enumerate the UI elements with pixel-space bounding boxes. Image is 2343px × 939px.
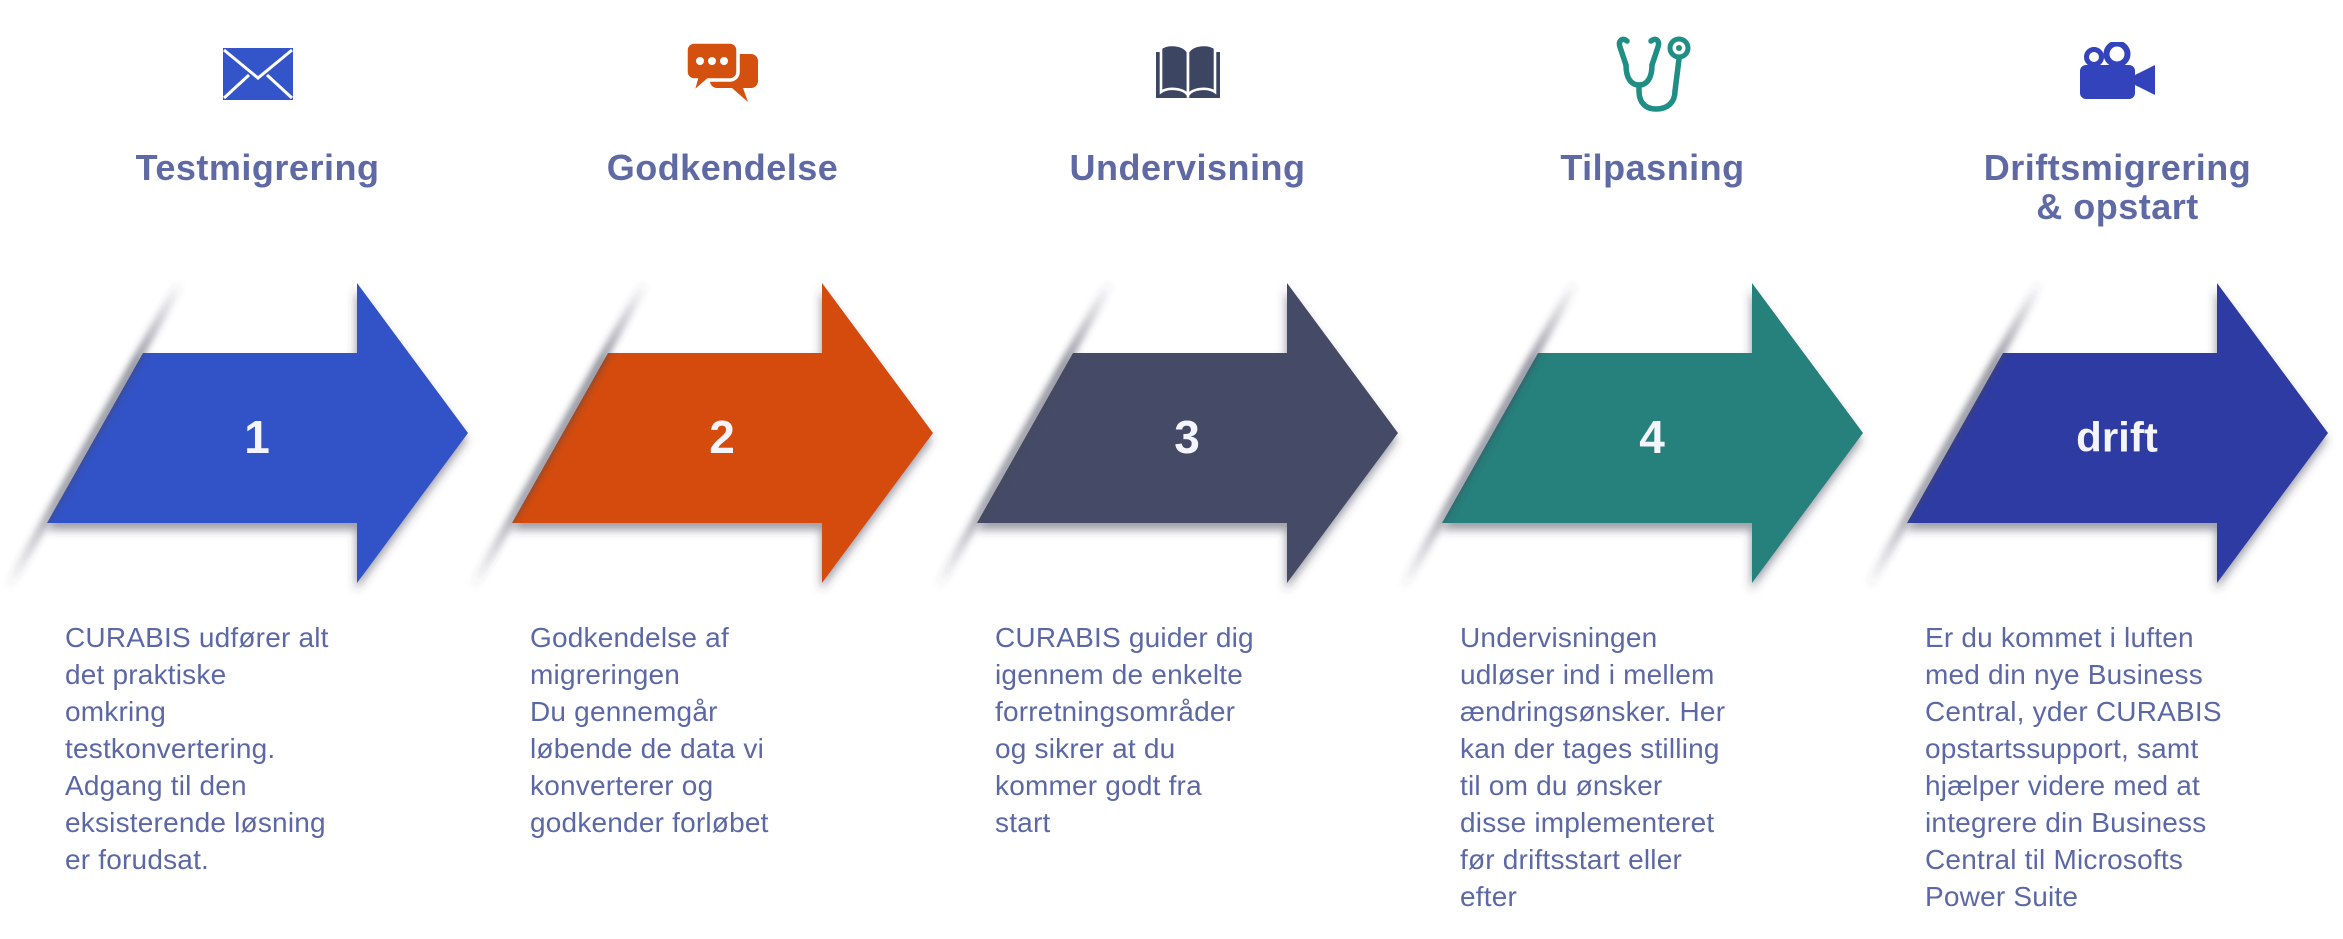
step-description-line: Godkendelse af [530, 622, 729, 653]
step-title: Undervisning [955, 148, 1420, 187]
video-camera-icon [2079, 42, 2155, 99]
arrow-wrap: 4 [1398, 275, 1890, 605]
step-title-line: Driftsmigrering [1983, 147, 2252, 188]
step-description: Er du kommet i luften med din nye Busines… [1925, 619, 2333, 915]
step-title-line: Godkendelse [606, 147, 839, 188]
stethoscope-icon [1420, 26, 1885, 122]
arrow-label: 3 [1174, 411, 1200, 463]
step-title-line: & opstart [2036, 186, 2199, 227]
step-description-line: ændringsønsker. Her [1460, 696, 1726, 727]
step-title-line: Tilpasning [1560, 147, 1745, 188]
step-description-line: med din nye Business [1925, 659, 2203, 690]
step-description-line: kan der tages stilling [1460, 733, 1720, 764]
step-description: CURABIS udfører alt det praktiske omkring t… [65, 619, 473, 878]
arrow-edge-shadow [1863, 278, 2045, 592]
arrow-edge-shadow [1398, 278, 1580, 592]
step-description: CURABIS guider dig igennem de enkelte forr… [995, 619, 1403, 841]
step-description-line: CURABIS guider dig [995, 622, 1254, 653]
step-description-line: er forudsat. [65, 844, 210, 875]
step-description-line: Er du kommet i luften [1925, 622, 2194, 653]
step-title: Godkendelse [490, 148, 955, 187]
envelope-icon [25, 26, 490, 122]
arrow-label: 1 [244, 411, 270, 463]
envelope-icon [222, 48, 293, 100]
arrow-polygon [977, 283, 1398, 583]
step-column-5: Driftsmigrering& opstart drift Er du kom… [1863, 0, 2343, 939]
speech-bubbles-icon [490, 26, 955, 122]
step-description-line: hjælper videre med at [1925, 770, 2200, 801]
step-description-line: CURABIS udfører alt [65, 622, 329, 653]
step-description-line: Du gennemgår [530, 696, 718, 727]
arrow-polygon [47, 283, 468, 583]
stethoscope-icon [1616, 36, 1690, 112]
step-title: Tilpasning [1420, 148, 1885, 187]
step-description-line: det praktiske [65, 659, 227, 690]
step-description-line: igennem de enkelte [995, 659, 1243, 690]
step-description-line: og sikrer at du [995, 733, 1176, 764]
step-description: Undervisningen udløser ind i mellem ændrin… [1460, 619, 1868, 915]
step-description-line: kommer godt fra [995, 770, 1202, 801]
arrow-label: 4 [1639, 411, 1665, 463]
arrow-polygon [512, 283, 933, 583]
arrow-edge-shadow [933, 278, 1115, 592]
arrow-label: 2 [709, 411, 735, 463]
step-description-line: disse implementeret [1460, 807, 1715, 838]
step-description-line: konverterer og [530, 770, 714, 801]
step-column-1: Testmigrering 1 CURABIS udfører alt det p… [3, 0, 490, 939]
arrow-wrap: drift [1863, 275, 2343, 605]
arrow-shape-1: 1 [3, 278, 468, 592]
step-description-line: efter [1460, 881, 1518, 912]
step-column-4: Tilpasning 4 Undervisningen udløser ind i… [1398, 0, 1885, 939]
step-description-line: start [995, 807, 1051, 838]
step-description-line: løbende de data vi [530, 733, 764, 764]
step-description-line: Power Suite [1925, 881, 2079, 912]
step-description-line: Undervisningen [1460, 622, 1658, 653]
step-column-3: Undervisning 3 CURABIS guider dig igennem… [933, 0, 1420, 939]
step-description-line: Adgang til den [65, 770, 247, 801]
open-book-icon [1155, 43, 1220, 100]
step-description: Godkendelse af migreringen Du gennemgår løb… [530, 619, 938, 841]
arrow-polygon [1442, 283, 1863, 583]
step-description-line: eksisterende løsning [65, 807, 326, 838]
arrow-edge-shadow [468, 278, 650, 592]
step-description-line: Central, yder CURABIS [1925, 696, 2222, 727]
arrow-shape-3: 3 [933, 278, 1398, 592]
arrow-shape-2: 2 [468, 278, 933, 592]
speech-bubbles-icon [683, 40, 758, 102]
arrow-wrap: 2 [468, 275, 960, 605]
step-description-line: Central til Microsofts [1925, 844, 2184, 875]
step-title-line: Undervisning [1069, 147, 1306, 188]
step-title: Testmigrering [25, 148, 490, 187]
step-description-line: omkring [65, 696, 166, 727]
step-description-line: opstartssupport, samt [1925, 733, 2199, 764]
arrow-label: drift [2076, 414, 2158, 461]
step-title-line: Testmigrering [135, 147, 380, 188]
step-description-line: til om du ønsker [1460, 770, 1663, 801]
step-description-line: godkender forløbet [530, 807, 769, 838]
step-description-line: forretningsområder [995, 696, 1236, 727]
step-description-line: integrere din Business [1925, 807, 2207, 838]
step-description-line: før driftsstart eller [1460, 844, 1683, 875]
arrow-wrap: 3 [933, 275, 1425, 605]
arrow-shape-4: 4 [1398, 278, 1863, 592]
step-title: Driftsmigrering& opstart [1885, 148, 2343, 226]
video-camera-icon [1885, 26, 2343, 122]
arrow-polygon [1907, 283, 2328, 583]
open-book-icon [955, 26, 1420, 122]
step-description-line: udløser ind i mellem [1460, 659, 1715, 690]
step-description-line: testkonvertering. [65, 733, 276, 764]
arrow-edge-shadow [3, 278, 185, 592]
arrow-wrap: 1 [3, 275, 495, 605]
arrow-shape-5: drift [1863, 278, 2328, 592]
step-description-line: migreringen [530, 659, 681, 690]
